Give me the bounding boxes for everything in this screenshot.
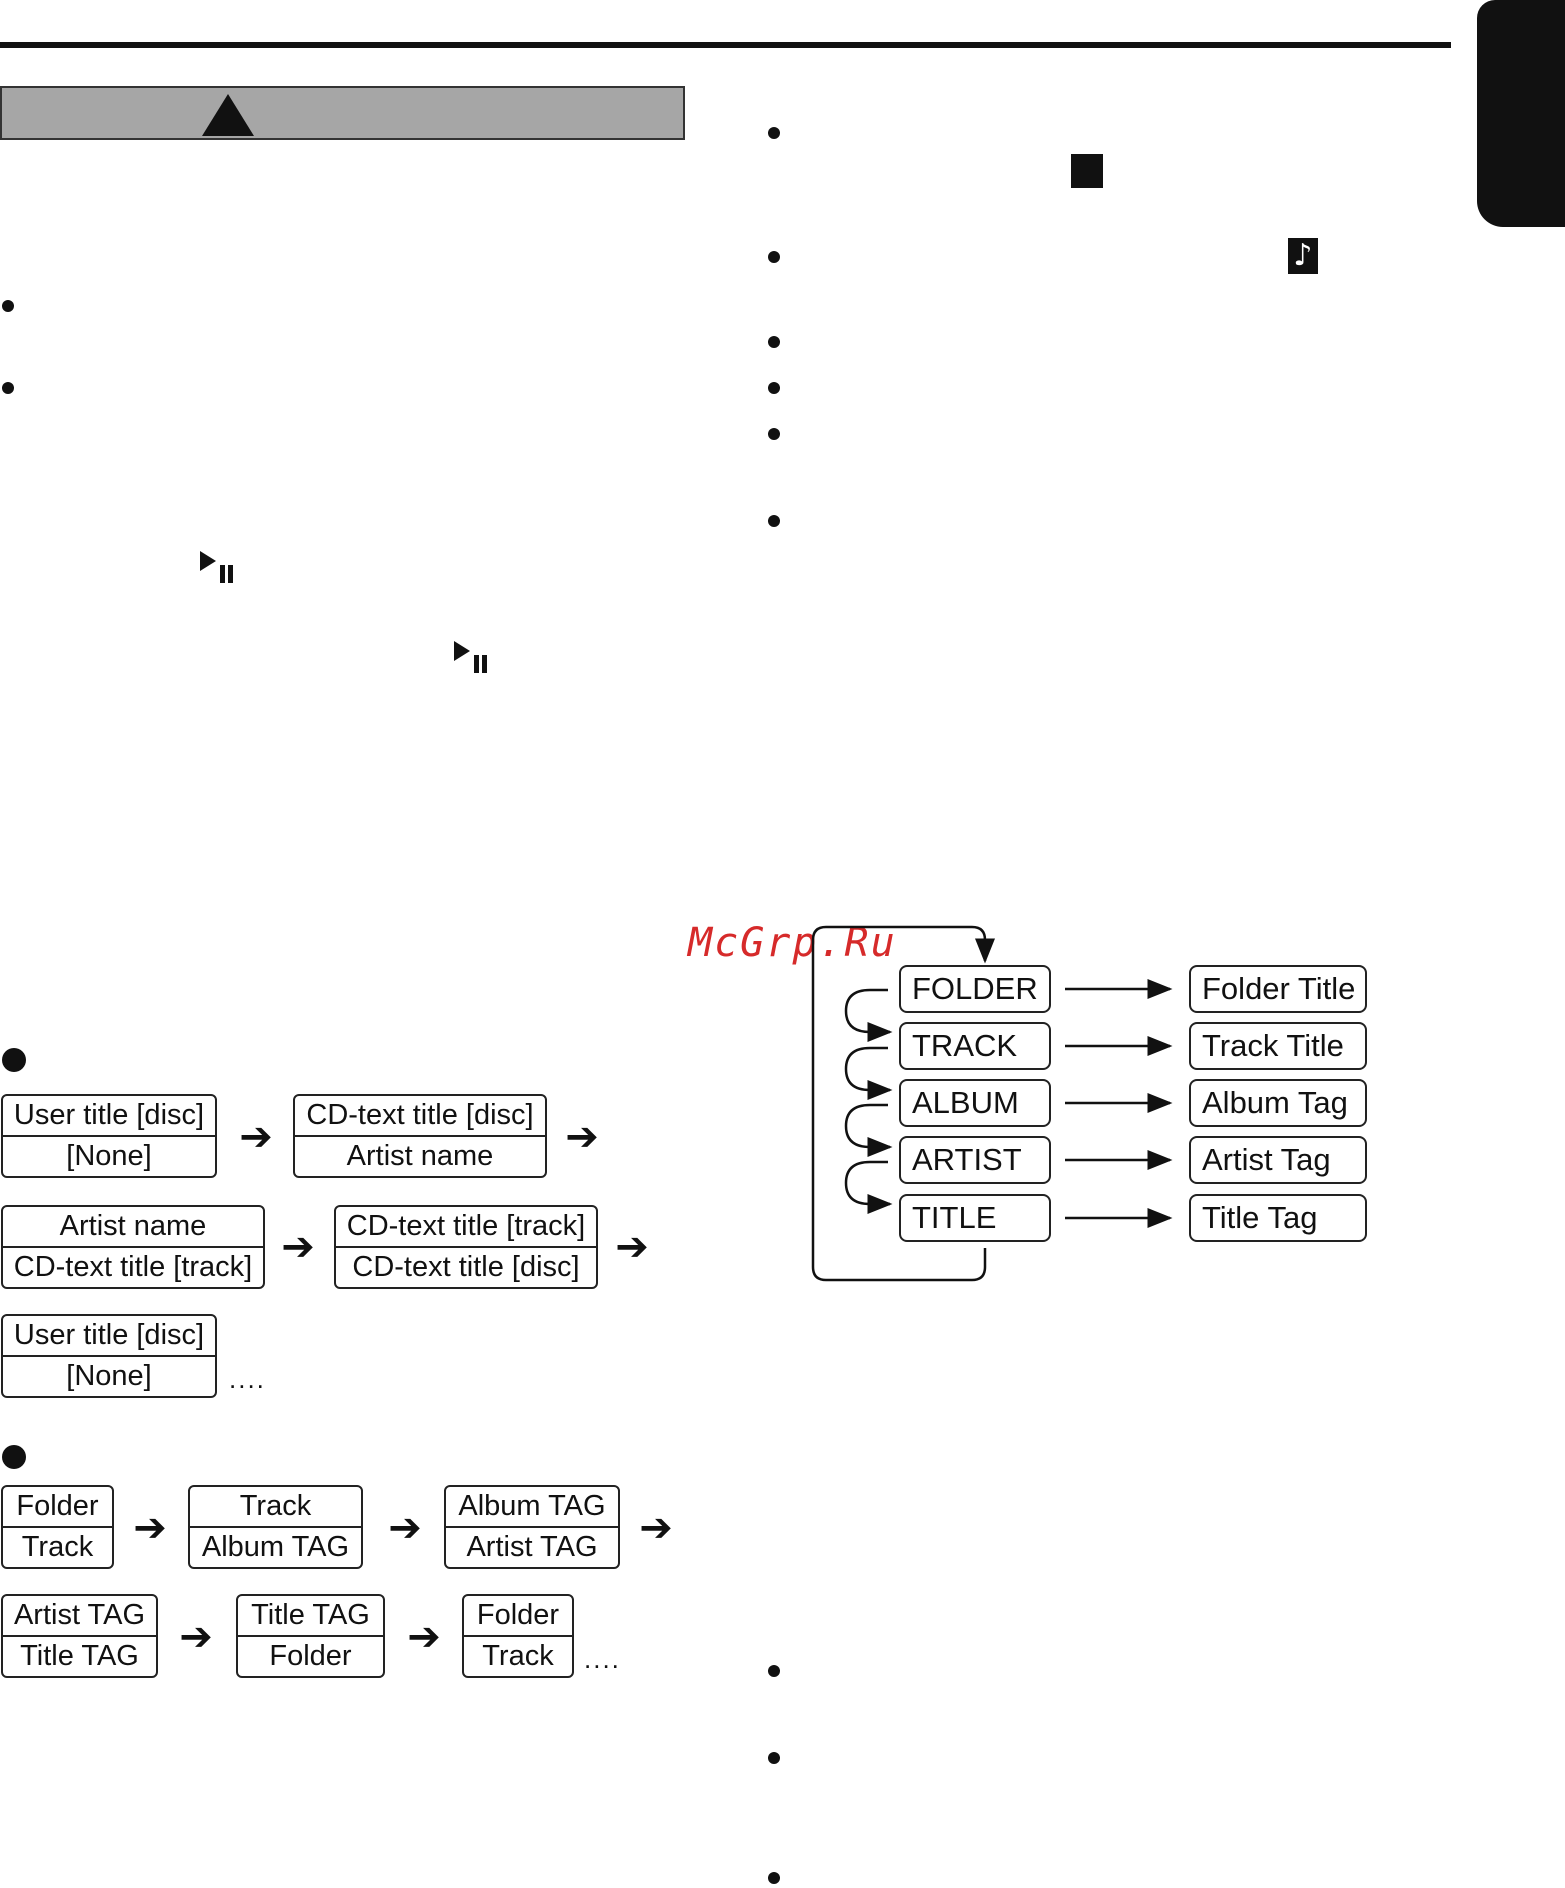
sequence-arrow: ➔ (639, 1505, 673, 1551)
box-line-top: CD-text title [disc] (306, 1099, 534, 1131)
stop-square-icon (1071, 154, 1103, 188)
step-connector (844, 1103, 893, 1157)
box-line-top: Artist name (59, 1210, 207, 1242)
section-tab (1477, 0, 1565, 227)
box-line-bottom: [None] (3, 1135, 215, 1176)
box-line-bottom: Track (464, 1635, 572, 1676)
box-line-bottom: CD-text title [disc] (336, 1246, 596, 1287)
bullet-dot (768, 428, 780, 440)
header-rule (0, 42, 1451, 48)
sequence-arrow: ➔ (615, 1224, 649, 1270)
mode-folder: FOLDER (899, 965, 1051, 1013)
sequence-arrow: ➔ (133, 1505, 167, 1551)
box-line-top: User title [disc] (13, 1319, 205, 1351)
sequence-arrow: ➔ (179, 1614, 213, 1660)
section-bullet (2, 1445, 26, 1469)
ellipsis: .... (229, 1364, 266, 1394)
mode-album: ALBUM (899, 1079, 1051, 1127)
display-box: Album TAG Artist TAG (444, 1485, 620, 1569)
play-pause-icon (200, 551, 240, 587)
display-box: CD-text title [track] CD-text title [dis… (334, 1205, 598, 1289)
bullet-dot (768, 1665, 780, 1677)
mode-artist: ARTIST (899, 1136, 1051, 1184)
box-line-bottom: Artist TAG (446, 1526, 618, 1567)
result-album-tag: Album Tag (1189, 1079, 1367, 1127)
display-box: Folder Track (462, 1594, 574, 1678)
caution-bar (0, 86, 685, 140)
box-line-top: CD-text title [track] (346, 1210, 586, 1242)
display-box: User title [disc] [None] (1, 1314, 217, 1398)
box-line-top: Title TAG (251, 1599, 370, 1631)
result-track-title: Track Title (1189, 1022, 1367, 1070)
box-line-top: Folder (476, 1599, 560, 1631)
sequence-arrow: ➔ (407, 1614, 441, 1660)
bullet-dot (768, 1872, 780, 1884)
section-bullet (2, 1048, 26, 1072)
result-artist-tag: Artist Tag (1189, 1136, 1367, 1184)
box-line-bottom: Track (3, 1526, 112, 1567)
bullet-dot (768, 251, 780, 263)
display-box: Track Album TAG (188, 1485, 363, 1569)
bullet-dot (768, 382, 780, 394)
play-pause-icon (454, 641, 494, 677)
display-box: Artist TAG Title TAG (1, 1594, 158, 1678)
box-line-bottom: Album TAG (190, 1526, 361, 1567)
box-line-top: Track (239, 1490, 312, 1522)
sequence-arrow: ➔ (388, 1505, 422, 1551)
loop-connector (811, 925, 995, 1282)
bullet-dot (768, 127, 780, 139)
ellipsis: .... (584, 1644, 621, 1674)
bullet-dot (768, 1752, 780, 1764)
step-connector (844, 1046, 893, 1100)
bullet-dot (2, 300, 14, 312)
box-line-bottom: Title TAG (3, 1635, 156, 1676)
box-line-top: Album TAG (458, 1490, 606, 1522)
mode-title: TITLE (899, 1194, 1051, 1242)
result-title-tag: Title Tag (1189, 1194, 1367, 1242)
display-box: Artist name CD-text title [track] (1, 1205, 265, 1289)
box-line-top: Folder (16, 1490, 99, 1522)
bullet-dot (2, 382, 14, 394)
display-box: CD-text title [disc] Artist name (293, 1094, 547, 1178)
sequence-arrow: ➔ (239, 1114, 273, 1160)
box-line-bottom: [None] (3, 1355, 215, 1396)
sequence-arrow: ➔ (281, 1224, 315, 1270)
box-line-bottom: CD-text title [track] (3, 1246, 263, 1287)
box-line-top: User title [disc] (13, 1099, 205, 1131)
step-connector (844, 988, 893, 1042)
bullet-dot (768, 336, 780, 348)
sequence-arrow: ➔ (565, 1114, 599, 1160)
display-box: Folder Track (1, 1485, 114, 1569)
display-box: User title [disc] [None] (1, 1094, 217, 1178)
display-box: Title TAG Folder (236, 1594, 385, 1678)
music-note-icon: ♪ (1288, 238, 1318, 274)
bullet-dot (768, 515, 780, 527)
warning-triangle-icon (202, 94, 254, 136)
box-line-bottom: Folder (238, 1635, 383, 1676)
box-line-bottom: Artist name (295, 1135, 545, 1176)
box-line-top: Artist TAG (13, 1599, 146, 1631)
mode-track: TRACK (899, 1022, 1051, 1070)
result-folder-title: Folder Title (1189, 965, 1367, 1013)
step-connector (844, 1160, 893, 1214)
